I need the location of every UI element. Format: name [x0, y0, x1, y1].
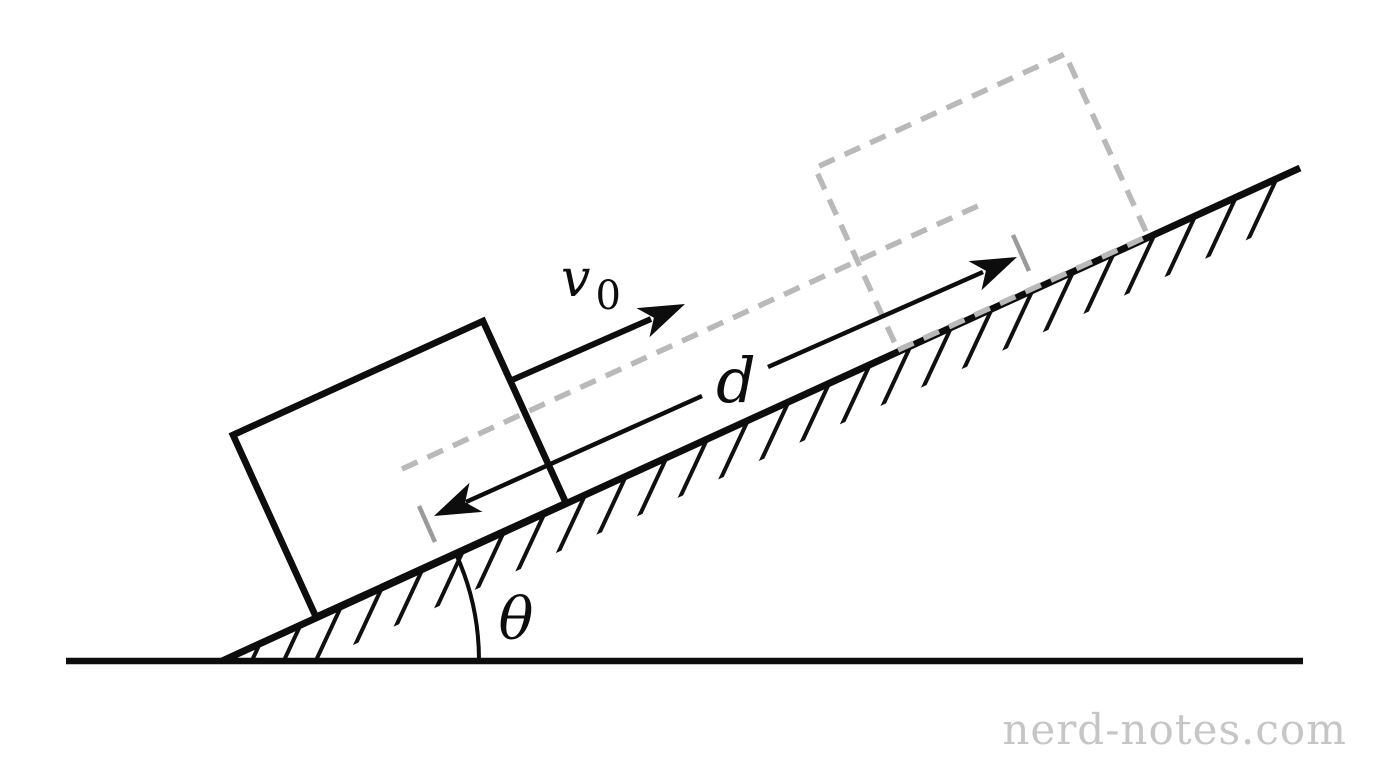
v0-label-subscript: 0	[595, 273, 620, 319]
d-end-tick-left	[416, 505, 438, 543]
d-line-right	[767, 269, 984, 370]
v0-arrowhead	[636, 304, 685, 338]
theta-label: θ	[499, 585, 534, 653]
d-arrowhead-left	[434, 482, 483, 516]
initial-velocity-arrow: v 0	[510, 249, 685, 383]
trajectory-dashed-line	[400, 201, 984, 472]
d-arrowhead-right	[968, 257, 1017, 291]
d-line-left	[465, 393, 703, 505]
distance-dimension: d	[416, 234, 1032, 543]
v0-label-base: v	[561, 249, 590, 309]
watermark: nerd-notes.com	[1002, 705, 1347, 754]
ghost-block	[811, 50, 1152, 354]
v0-line	[510, 316, 653, 383]
block-outline	[228, 316, 571, 622]
v0-label: v 0	[561, 249, 621, 319]
angle-arc	[454, 553, 482, 662]
d-label: d	[716, 344, 756, 417]
d-end-tick-right	[1010, 234, 1032, 272]
